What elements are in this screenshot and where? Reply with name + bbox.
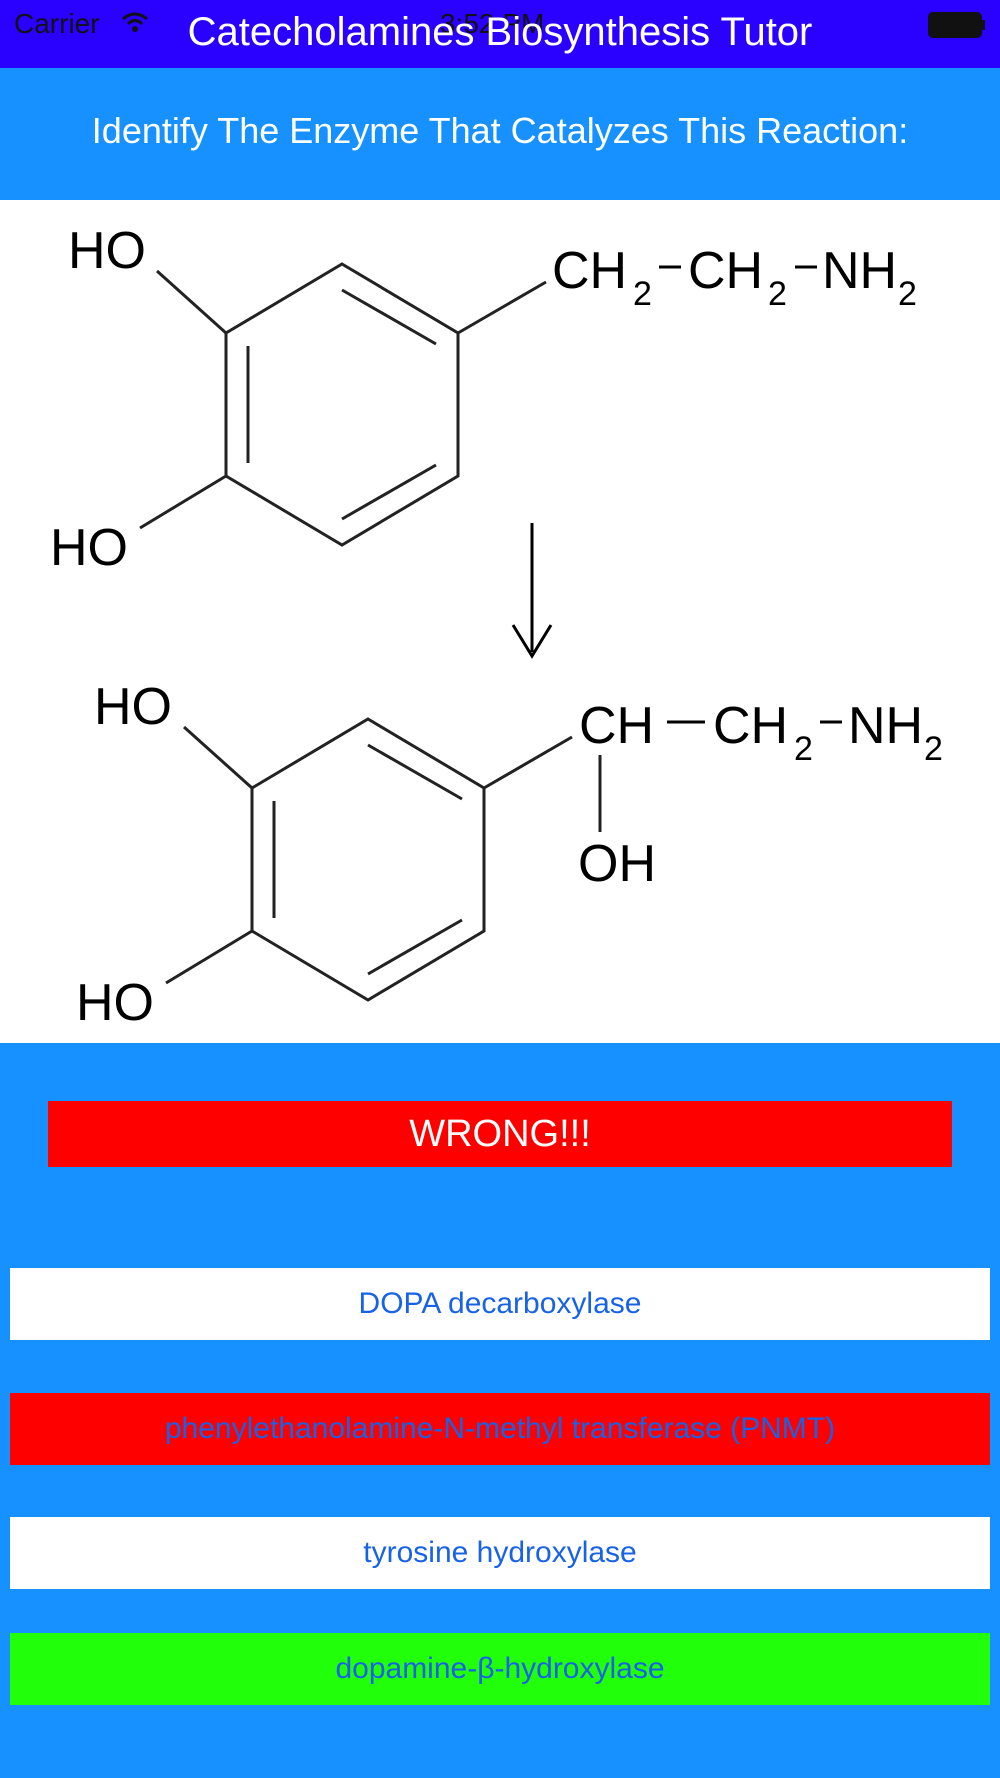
substrate-chain-nh2-sub: 2	[898, 275, 917, 313]
product-chain-ch2-sub: 2	[794, 730, 813, 768]
substrate-chain-ch2-a: CH	[552, 242, 627, 300]
reaction-diagram: HO HO CH 2 CH 2 NH 2	[50, 222, 943, 1032]
product-structure	[165, 717, 602, 1002]
product-top-hydroxyl: HO	[94, 678, 172, 736]
product-chain-nh2: NH	[848, 697, 923, 755]
substrate-chain-nh2: NH	[822, 242, 897, 300]
product-chain-nh2-sub: 2	[924, 730, 943, 768]
substrate-bottom-hydroxyl: HO	[50, 519, 128, 577]
status-time: 3:52 PM	[440, 8, 545, 39]
reaction-image: HO HO CH 2 CH 2 NH 2	[0, 200, 1000, 1043]
wifi-icon	[122, 12, 148, 32]
status-bar: Carrier 3:52 PM Catecholamines Biosynthe…	[0, 0, 1000, 68]
option-button-dopa-decarboxylase[interactable]: DOPA decarboxylase	[10, 1268, 990, 1340]
substrate-chain-ch2-b-sub: 2	[768, 275, 787, 313]
option-button-tyrosine-hydroxylase[interactable]: tyrosine hydroxylase	[10, 1517, 990, 1589]
question-prompt: Identify The Enzyme That Catalyzes This …	[91, 110, 909, 151]
product-side-hydroxyl: OH	[578, 835, 656, 893]
question-band: Identify The Enzyme That Catalyzes This …	[0, 68, 1000, 200]
substrate-top-hydroxyl: HO	[68, 222, 146, 280]
reaction-arrow	[511, 523, 553, 659]
substrate-chain-ch2-b: CH	[688, 242, 763, 300]
option-button-pnmt[interactable]: phenylethanolamine-N-methyl transferase …	[10, 1393, 990, 1465]
option-button-dopamine-beta-hydroxylase[interactable]: dopamine-β-hydroxylase	[10, 1633, 990, 1705]
product-chain-ch2: CH	[713, 697, 788, 755]
product-bottom-hydroxyl: HO	[76, 974, 154, 1032]
feedback-banner: WRONG!!!	[48, 1101, 952, 1167]
substrate-structure	[139, 262, 547, 547]
battery-icon	[928, 12, 985, 38]
answer-panel: WRONG!!! DOPA decarboxylase phenylethano…	[0, 1043, 1000, 1778]
substrate-chain-ch2-a-sub: 2	[633, 275, 652, 313]
nav-title: Catecholamines Biosynthesis Tutor	[187, 10, 813, 54]
carrier-label: Carrier	[14, 8, 100, 39]
product-chain-ch: CH	[579, 697, 654, 755]
